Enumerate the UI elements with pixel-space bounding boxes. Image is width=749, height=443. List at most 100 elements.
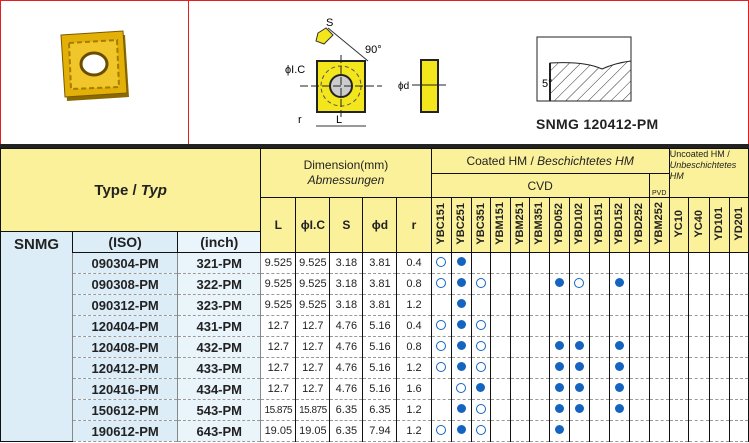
iso-code: 120404-PM xyxy=(72,315,179,337)
inch-code: 431-PM xyxy=(177,315,262,337)
grade-cell xyxy=(509,294,530,316)
iso-code: 090304-PM xyxy=(72,252,179,274)
recommended-dot-icon xyxy=(614,383,624,392)
grade-cell xyxy=(450,294,472,316)
grade-cell xyxy=(568,378,590,400)
grade-cell xyxy=(608,315,630,337)
dim-col-header: L xyxy=(260,197,297,253)
recommended-dot-icon xyxy=(614,341,624,350)
grade-cell xyxy=(728,252,749,274)
grade-cell xyxy=(568,294,590,316)
grade-col-header: YBM251 xyxy=(509,197,530,253)
grade-cell xyxy=(687,357,710,379)
inch-code: 543-PM xyxy=(177,399,262,421)
dimension-value: 6.35 xyxy=(362,399,398,421)
suitable-ring-icon xyxy=(574,277,585,288)
dimension-value: 12.7 xyxy=(295,315,331,337)
insert-caption: SNMG 120412-PM xyxy=(536,116,659,132)
suitable-ring-icon xyxy=(475,340,486,351)
grade-label: YBM351 xyxy=(533,202,546,245)
grade-cell xyxy=(608,252,630,274)
iso-code: 120408-PM xyxy=(72,336,179,358)
dimension-value: 0.4 xyxy=(396,252,432,274)
dimension-value: 5.16 xyxy=(362,315,398,337)
recommended-dot-icon xyxy=(554,383,564,392)
grade-col-header: YBD252 xyxy=(628,197,650,253)
label-chip-angle: 5° xyxy=(542,78,553,90)
grade-cell xyxy=(728,357,749,379)
recommended-dot-icon xyxy=(456,299,466,308)
label-l: L xyxy=(336,114,342,126)
grade-label: YC10 xyxy=(672,209,685,238)
grade-cell xyxy=(528,315,550,337)
uncoated-header: Uncoated HM / Unbeschichtetes HM xyxy=(668,148,749,198)
dimension-value: 1.2 xyxy=(396,357,432,379)
suitable-ring-icon xyxy=(475,424,486,435)
grade-col-header: YBM252 xyxy=(648,197,670,253)
grade-cell xyxy=(489,357,511,379)
grade-cell xyxy=(588,294,610,316)
grade-label: YBC151 xyxy=(435,202,448,245)
recommended-dot-icon xyxy=(554,278,564,287)
suitable-ring-icon xyxy=(475,403,486,414)
grade-cell xyxy=(628,357,650,379)
dimension-value: 0.8 xyxy=(396,336,432,358)
inch-code: 433-PM xyxy=(177,357,262,379)
recommended-dot-icon xyxy=(614,278,624,287)
grade-cell xyxy=(728,399,749,421)
iso-code: 120412-PM xyxy=(72,357,179,379)
grade-cell xyxy=(687,336,710,358)
inch-code: 643-PM xyxy=(177,420,262,442)
grade-cell xyxy=(648,399,670,421)
grade-cell xyxy=(548,294,570,316)
grade-cell xyxy=(728,420,749,442)
dimension-value: 19.05 xyxy=(295,420,331,442)
grade-label: YD201 xyxy=(732,206,745,241)
dimension-value: 9.525 xyxy=(295,252,331,274)
dimension-value: 1.2 xyxy=(396,399,432,421)
grade-col-header: YC40 xyxy=(687,197,710,253)
grade-cell xyxy=(588,336,610,358)
grade-cell xyxy=(489,273,511,295)
grade-cell xyxy=(628,336,650,358)
grade-cell xyxy=(470,420,491,442)
recommended-dot-icon xyxy=(554,404,564,413)
grade-cell xyxy=(430,315,452,337)
grade-cell xyxy=(588,399,610,421)
label-r: r xyxy=(298,114,302,126)
suitable-ring-icon xyxy=(475,361,486,372)
suitable-ring-icon xyxy=(436,424,447,435)
grade-col-header: YBC251 xyxy=(450,197,472,253)
grade-cell xyxy=(608,336,630,358)
suitable-ring-icon xyxy=(475,277,486,288)
grade-cell xyxy=(528,252,550,274)
product-illustration-panel: S 90° ϕI.C r L ϕd 5° SNMG 120412-PM xyxy=(0,0,749,145)
grade-cell xyxy=(528,378,550,400)
grade-cell xyxy=(489,336,511,358)
family-label: SNMG xyxy=(0,231,73,442)
recommended-dot-icon xyxy=(554,425,564,434)
recommended-dot-icon xyxy=(574,362,584,371)
grade-col-header: YBD152 xyxy=(608,197,630,253)
dimension-value: 9.525 xyxy=(260,273,297,295)
suitable-ring-icon xyxy=(436,319,447,330)
dimension-value: 4.76 xyxy=(329,336,364,358)
grade-cell xyxy=(728,273,749,295)
grade-cell xyxy=(708,315,730,337)
grade-cell xyxy=(628,315,650,337)
grade-cell xyxy=(608,273,630,295)
grade-cell xyxy=(450,336,472,358)
inch-code: 323-PM xyxy=(177,294,262,316)
grade-label: YD101 xyxy=(713,206,726,241)
grade-cell xyxy=(588,252,610,274)
dimension-value: 5.16 xyxy=(362,378,398,400)
dim-col-header: r xyxy=(396,197,432,253)
grade-cell xyxy=(708,273,730,295)
grade-col-header: YBM351 xyxy=(528,197,550,253)
grade-cell xyxy=(509,315,530,337)
dimension-value: 19.05 xyxy=(260,420,297,442)
grade-cell xyxy=(708,399,730,421)
grade-label: YBD252 xyxy=(633,202,646,245)
